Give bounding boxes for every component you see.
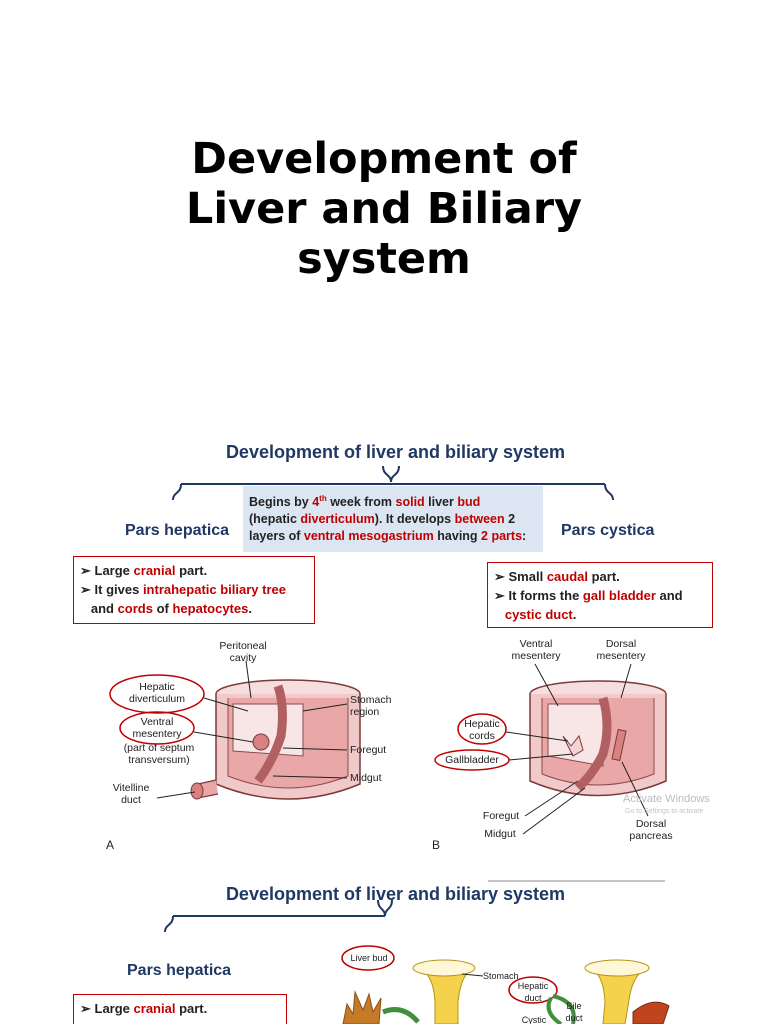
activate-windows-subtext: Go to Settings to activate xyxy=(625,808,704,815)
label-midgut-b: Midgut xyxy=(484,828,516,840)
embryo-figure-a xyxy=(109,660,667,835)
title-line-3: system xyxy=(297,234,471,284)
slide2-heading: Development of liver and biliary system xyxy=(225,884,566,904)
label-cystic: Cystic xyxy=(521,1015,547,1024)
slide2-bullets: ➢ Large cranial part. xyxy=(73,994,287,1024)
info-box: Begins by 4th week from solid liver bud … xyxy=(243,486,543,552)
title-line-2: Liver and Biliary xyxy=(185,184,583,234)
pars-hepatica-bullets: ➢ Large cranial part. ➢ It gives intrahe… xyxy=(73,556,315,624)
figure-letter-a: A xyxy=(106,838,115,852)
pars-cystica-bullets: ➢ Small caudal part. ➢ It forms the gall… xyxy=(487,562,713,628)
figure-letter-b: B xyxy=(432,838,441,852)
pars-cystica-label: Pars cystica xyxy=(561,522,655,539)
slide1-heading: Development of liver and biliary system xyxy=(225,442,566,462)
label-midgut-a: Midgut xyxy=(350,772,382,784)
title-line-1: Development of xyxy=(191,134,577,184)
label-liver-bud: Liver bud xyxy=(350,953,388,963)
slide-image-2: Development of liver and biliary system … xyxy=(73,872,718,1024)
label-stomach: Stomach xyxy=(483,971,519,981)
slide-image-1: Development of liver and biliary system … xyxy=(73,436,718,858)
label-foregut-b: Foregut xyxy=(482,810,520,822)
label-foregut-a: Foregut xyxy=(350,744,387,756)
pars-hepatica-label: Pars hepatica xyxy=(125,522,230,539)
slide2-pars-hepatica: Pars hepatica xyxy=(127,962,232,979)
slide2-rule xyxy=(164,880,670,1024)
bracket-lines xyxy=(172,465,614,501)
label-gallbladder: Gallbladder xyxy=(445,754,499,766)
activate-windows-watermark: Activate Windows xyxy=(623,793,710,805)
page-title: Development of Liver and Biliary system xyxy=(0,134,768,284)
